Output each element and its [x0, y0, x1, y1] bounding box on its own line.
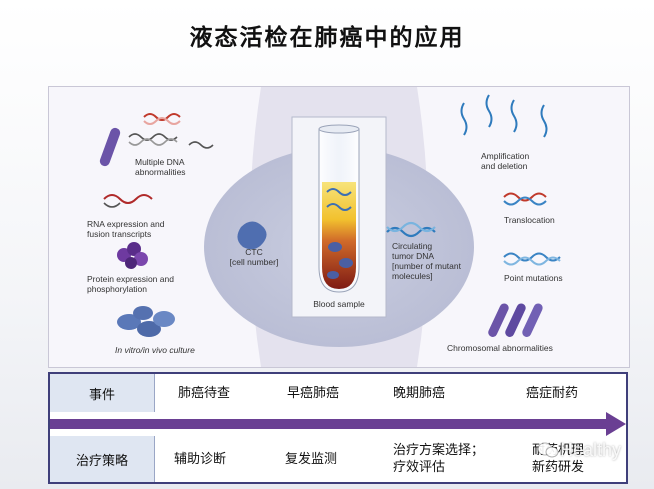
strategy-cell: 复发监测: [285, 451, 338, 467]
point-mutation-helix-icon: [503, 252, 561, 266]
tube-blood: [322, 182, 356, 289]
right-lobe: [417, 87, 629, 367]
translocation-helix-icon: [503, 192, 547, 206]
events-header: 事件: [50, 374, 155, 412]
left-item-label: Multiple DNA abnormalities: [135, 157, 186, 177]
right-item-label: Amplification and deletion: [481, 151, 530, 171]
chromosome-icon: [488, 303, 543, 337]
page-title: 液态活检在肺癌中的应用: [189, 24, 465, 51]
strategy-header: 治疗策略: [50, 436, 155, 482]
amplification-helix-icon: [460, 94, 548, 138]
wechat-icon: [537, 442, 559, 458]
tube-rim: [318, 124, 360, 134]
dna-abnormalities-icon: [99, 113, 214, 167]
event-cell: 癌症耐药: [526, 385, 579, 401]
timeline-arrow: [50, 412, 626, 436]
strategy-cell: 辅助诊断: [174, 451, 227, 467]
events-row: 事件 肺癌待查 早癌肺癌 晚期肺癌 癌症耐药: [50, 374, 626, 412]
ctc-label: CTC [cell number]: [229, 247, 279, 267]
left-item-label: RNA expression and fusion transcripts: [87, 219, 165, 239]
ctdna-helix-icon: [386, 221, 436, 238]
left-item-label: Protein expression and phosphorylation: [87, 274, 174, 294]
protein-icon: [117, 242, 148, 269]
event-cell: 肺癌待查: [178, 385, 231, 401]
culture-cells-icon: [117, 306, 175, 337]
watermark: Healthy: [560, 440, 622, 460]
rna-transcript-icon: [103, 194, 153, 208]
ctc-cell-icon: [237, 221, 267, 250]
right-item-label: Point mutations: [504, 273, 563, 283]
event-cell: 晚期肺癌: [393, 385, 446, 401]
liquid-biopsy-diagram: Multiple DNA abnormalities RNA expressio…: [48, 86, 630, 368]
strategy-cell: 治疗方案选择； 疗效评估: [393, 443, 485, 475]
right-item-label: Translocation: [504, 215, 555, 225]
timeline-table: 事件 肺癌待查 早癌肺癌 晚期肺癌 癌症耐药 治疗策略 辅助诊断 复发监测 治疗…: [48, 372, 628, 484]
left-item-label: In vitro/in vivo culture: [115, 345, 195, 355]
event-cell: 早癌肺癌: [287, 385, 340, 401]
diagram-graphics: [49, 87, 629, 367]
right-item-label: Chromosomal abnormalities: [447, 343, 553, 353]
ctdna-label: Circulating tumor DNA [number of mutant …: [392, 241, 461, 281]
tube-label: Blood sample: [313, 299, 365, 309]
